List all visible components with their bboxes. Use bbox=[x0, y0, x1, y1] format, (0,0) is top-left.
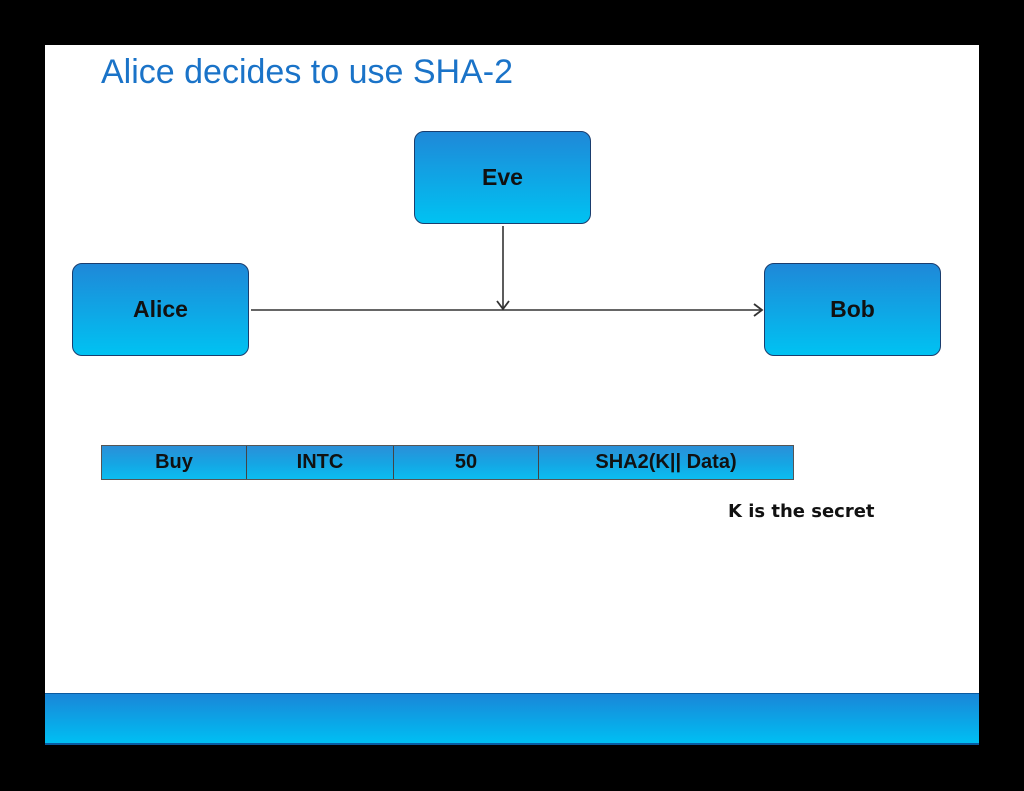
bob-arrowhead bbox=[753, 303, 764, 317]
alice-node: Alice bbox=[72, 263, 249, 356]
diagram-connectors bbox=[251, 226, 764, 317]
bob-label: Bob bbox=[830, 296, 875, 322]
slide-title: Alice decides to use SHA-2 bbox=[101, 53, 513, 91]
message-field-quantity: 50 bbox=[394, 446, 539, 479]
message-field-action: Buy bbox=[102, 446, 247, 479]
secret-note: K is the secret bbox=[728, 501, 875, 522]
bob-node: Bob bbox=[764, 263, 941, 356]
slide: Alice decides to use SHA-2 Eve Alice Bob… bbox=[45, 45, 979, 745]
eve-node: Eve bbox=[414, 131, 591, 224]
footer-bar bbox=[45, 693, 979, 745]
message-field-ticker: INTC bbox=[247, 446, 394, 479]
eve-label: Eve bbox=[482, 164, 523, 190]
eve-arrowhead bbox=[496, 300, 510, 311]
message-table: Buy INTC 50 SHA2(K|| Data) bbox=[101, 445, 794, 480]
alice-label: Alice bbox=[133, 296, 188, 322]
message-field-mac: SHA2(K|| Data) bbox=[595, 451, 737, 473]
